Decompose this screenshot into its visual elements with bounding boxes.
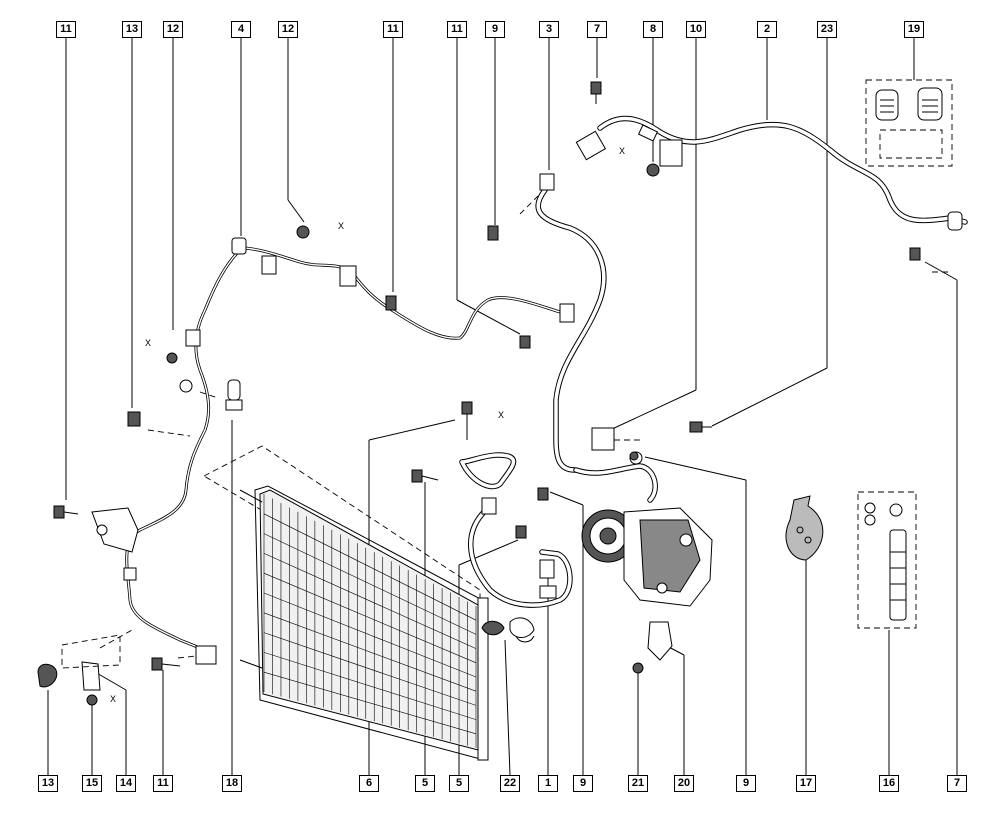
compressor xyxy=(581,507,713,607)
dashed-arrows xyxy=(99,195,950,659)
callout-7-top: 7 xyxy=(587,21,607,38)
hose-3 xyxy=(535,173,615,473)
bolts-upper xyxy=(411,81,921,539)
callout-13-top: 13 xyxy=(122,21,142,38)
callout-5-bottom-right: 5 xyxy=(449,775,469,792)
callout-3-top: 3 xyxy=(539,21,559,38)
clips-bottom-left xyxy=(37,634,121,706)
callout-11-top-right: 11 xyxy=(447,21,467,38)
brackets-left xyxy=(53,225,531,671)
pipe-4 xyxy=(123,237,575,654)
callout-20-bottom: 20 xyxy=(674,775,694,792)
callout-9-bottom-left: 9 xyxy=(573,775,593,792)
hose-2 xyxy=(575,115,968,231)
callout-11-top-left: 11 xyxy=(56,21,76,38)
callout-8-top: 8 xyxy=(643,21,663,38)
callout-1-bottom: 1 xyxy=(538,775,558,792)
callout-17-bottom: 17 xyxy=(796,775,816,792)
dehydrator-16 xyxy=(857,491,917,629)
torque-mark-15: X xyxy=(110,694,117,704)
hose-5-loop xyxy=(459,452,573,608)
callout-14-bottom: 14 xyxy=(116,775,136,792)
callout-13-bottom: 13 xyxy=(38,775,58,792)
condenser-fin-row xyxy=(263,513,477,621)
condenser-fin-row xyxy=(263,592,477,678)
condenser-fin-row xyxy=(263,572,477,664)
hose-10 xyxy=(573,451,658,503)
callout-2-top: 2 xyxy=(757,21,777,38)
valve-caps-19 xyxy=(865,79,953,167)
callout-18-bottom: 18 xyxy=(222,775,242,792)
torque-mark-12-left: X xyxy=(145,338,152,348)
bracket-20 xyxy=(632,621,673,674)
torque-mark-8: X xyxy=(619,146,626,156)
condenser-fin-row xyxy=(263,652,477,720)
callout-7-bottom: 7 xyxy=(947,775,967,792)
condenser-fin-row xyxy=(263,671,477,735)
callout-15-bottom: 15 xyxy=(82,775,102,792)
leader-lines-bottom xyxy=(47,261,958,776)
callout-5-bottom-left: 5 xyxy=(415,775,435,792)
seal-kit-22 xyxy=(481,617,535,643)
torque-mark-6: X xyxy=(498,410,505,420)
callout-19-top: 19 xyxy=(904,21,924,38)
callout-11-bottom: 11 xyxy=(153,775,173,792)
callout-4-top: 4 xyxy=(231,21,251,38)
callout-9-top: 9 xyxy=(485,21,505,38)
condenser xyxy=(203,445,489,761)
callout-10-top: 10 xyxy=(686,21,706,38)
torque-mark-12-top: X xyxy=(338,221,345,231)
callout-12-top-left: 12 xyxy=(163,21,183,38)
condenser-fin-row xyxy=(263,632,477,706)
leader-lines-top xyxy=(65,37,915,500)
callout-11-top-mid: 11 xyxy=(383,21,403,38)
callout-21-bottom: 21 xyxy=(628,775,648,792)
callout-9-bottom-right: 9 xyxy=(736,775,756,792)
callout-23-top: 23 xyxy=(817,21,837,38)
condenser-fin-row xyxy=(263,553,477,649)
condenser-fin-row xyxy=(263,612,477,692)
condenser-fin-row xyxy=(263,533,477,635)
callout-16-bottom: 16 xyxy=(879,775,899,792)
oil-pouch-17 xyxy=(785,495,824,561)
callout-22-bottom: 22 xyxy=(500,775,520,792)
callout-12-top: 12 xyxy=(278,21,298,38)
callout-6-bottom: 6 xyxy=(359,775,379,792)
